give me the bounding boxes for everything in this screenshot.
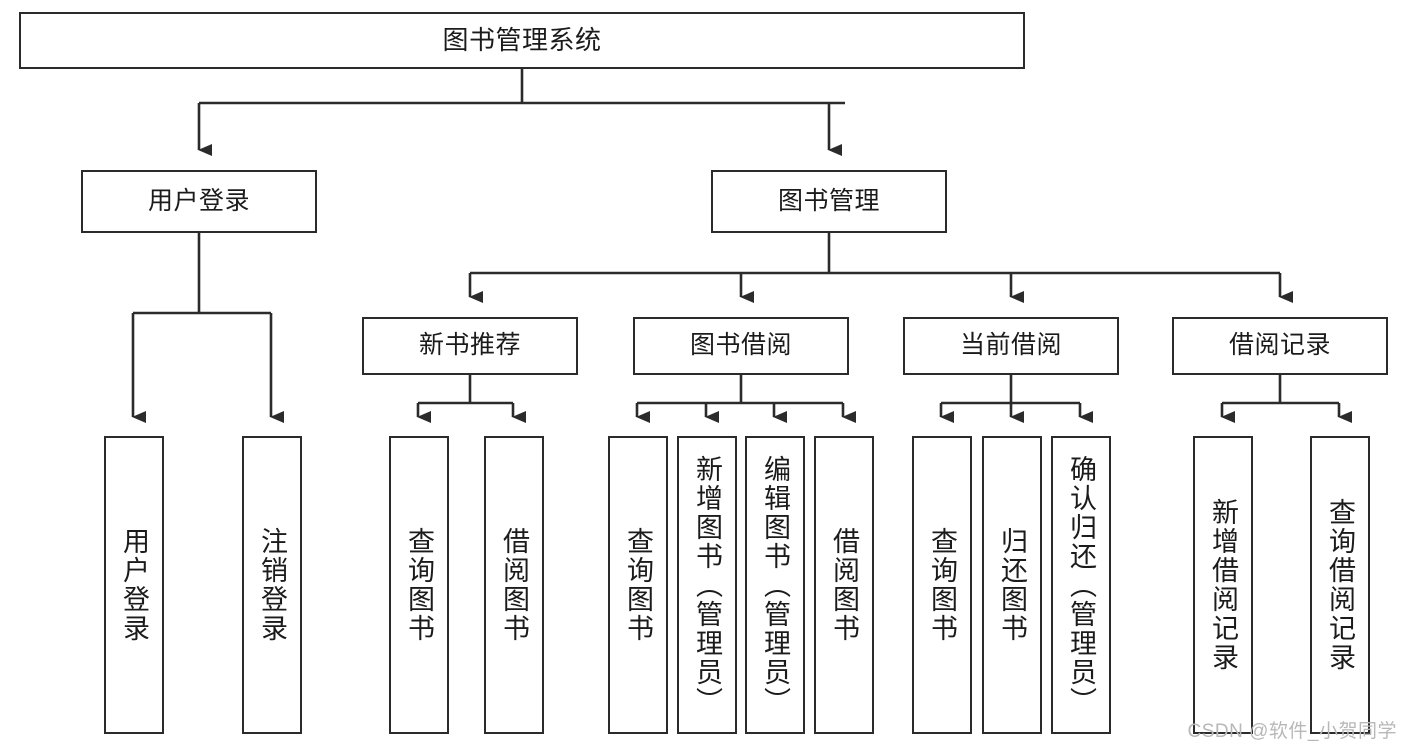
node-label: 编辑图书（管理员） bbox=[760, 454, 791, 716]
node-leaf-edit-book[interactable]: 编辑图书（管理员） bbox=[745, 436, 805, 734]
node-label: 确认归还（管理员） bbox=[1066, 454, 1097, 716]
csdn-watermark: CSDN @软件_小贺同学 bbox=[1187, 721, 1397, 742]
node-leaf-confirm-return[interactable]: 确认归还（管理员） bbox=[1051, 436, 1111, 734]
node-borrow-record[interactable]: 借阅记录 bbox=[1172, 317, 1388, 375]
node-label: 借阅记录 bbox=[1228, 331, 1331, 360]
node-user-login[interactable]: 用户登录 bbox=[81, 170, 317, 233]
node-leaf-logout-login[interactable]: 注销登录 bbox=[242, 436, 302, 734]
node-label: 图书管理系统 bbox=[442, 25, 602, 56]
node-leaf-add-book[interactable]: 新增图书（管理员） bbox=[677, 436, 737, 734]
node-label: 借阅图书 bbox=[829, 527, 860, 643]
node-label: 用户登录 bbox=[119, 527, 150, 643]
node-label: 查询图书 bbox=[927, 527, 958, 643]
node-label: 新增图书（管理员） bbox=[692, 454, 723, 716]
node-label: 查询借阅记录 bbox=[1325, 498, 1356, 672]
node-book-manage[interactable]: 图书管理 bbox=[711, 170, 947, 233]
node-label: 图书管理 bbox=[777, 186, 880, 215]
node-leaf-borrow-book-recommend[interactable]: 借阅图书 bbox=[484, 436, 544, 734]
node-label: 用户登录 bbox=[147, 186, 250, 215]
node-leaf-query-book-recommend[interactable]: 查询图书 bbox=[389, 436, 449, 734]
node-new-book-recommend[interactable]: 新书推荐 bbox=[362, 317, 578, 375]
node-leaf-borrow-book[interactable]: 借阅图书 bbox=[814, 436, 874, 734]
node-root-system[interactable]: 图书管理系统 bbox=[19, 12, 1025, 69]
node-label: 新增借阅记录 bbox=[1208, 498, 1239, 672]
node-leaf-return-book[interactable]: 归还图书 bbox=[982, 436, 1042, 734]
node-label: 归还图书 bbox=[997, 527, 1028, 643]
node-label: 新书推荐 bbox=[418, 331, 521, 360]
node-label: 注销登录 bbox=[257, 527, 288, 643]
node-label: 查询图书 bbox=[404, 527, 435, 643]
node-leaf-query-book-current[interactable]: 查询图书 bbox=[912, 436, 972, 734]
node-current-borrow[interactable]: 当前借阅 bbox=[903, 317, 1119, 375]
node-book-borrow[interactable]: 图书借阅 bbox=[633, 317, 849, 375]
node-label: 当前借阅 bbox=[959, 331, 1062, 360]
node-leaf-query-borrow-record[interactable]: 查询借阅记录 bbox=[1310, 436, 1370, 734]
node-label: 借阅图书 bbox=[499, 527, 530, 643]
node-leaf-query-book-borrow[interactable]: 查询图书 bbox=[608, 436, 668, 734]
node-leaf-user-login[interactable]: 用户登录 bbox=[104, 436, 164, 734]
node-label: 查询图书 bbox=[623, 527, 654, 643]
node-leaf-add-borrow-record[interactable]: 新增借阅记录 bbox=[1193, 436, 1253, 734]
node-label: 图书借阅 bbox=[689, 331, 792, 360]
